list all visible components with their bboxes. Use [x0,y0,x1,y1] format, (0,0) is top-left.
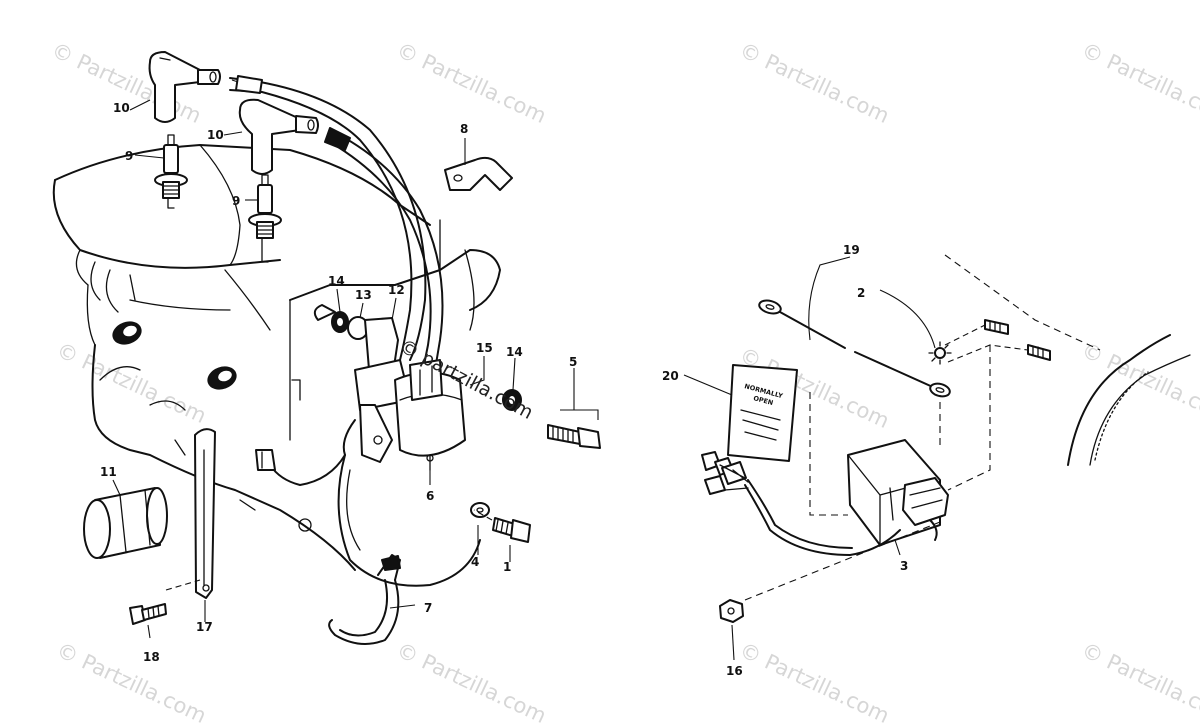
watermark: © Partzilla.com [393,638,550,725]
watermark: © Partzilla.com [53,338,210,428]
ground-wire [758,299,951,398]
spark-plug [248,174,282,263]
star-washer [928,341,952,365]
watermark: © Partzilla.com [736,38,893,128]
assembly-line [944,324,1029,363]
mount-bolt [492,517,531,543]
watermark: © Partzilla.com [53,638,210,725]
callout-label: 1 [503,560,511,574]
callout-label: 9 [125,149,133,163]
callout-label: 2 [857,286,865,300]
callout-label: 4 [471,555,479,569]
watermark: © Partzilla.com [1078,338,1200,428]
callout-label: 8 [460,122,468,136]
callout-labels: 1 2 3 4 5 6 7 8 9 9 10 10 11 12 13 14 14… [100,101,908,678]
callout-label: 14 [506,345,523,359]
callout-label: 10 [113,101,130,115]
chassis-frame [1067,334,1191,466]
assembly-lines [744,254,1101,601]
coil-bolt [547,424,601,449]
ignition-coil [342,317,466,463]
callout-label: 11 [100,465,117,479]
callout-label: 16 [726,664,743,678]
coil-lead [255,449,346,486]
callout-label: 17 [196,620,213,634]
stay-bracket [194,428,216,599]
watermark: © Partzilla.com [736,638,893,725]
washer [470,502,490,518]
wire-harness [701,451,901,556]
callout-label: 7 [424,601,432,615]
callout-label: 10 [207,128,224,142]
spark-plug-cap [238,98,319,175]
spacer-washer [313,304,369,340]
callout-label: 9 [232,194,240,208]
callout-label: 12 [388,283,405,297]
hex-nut [719,599,744,623]
sleeve [83,487,168,559]
callout-label: 18 [143,650,160,664]
callout-label: 3 [900,559,908,573]
washer [502,389,522,411]
watermark: © Partzilla.com [1078,38,1200,128]
engine-block [52,144,501,587]
ground-lead [426,454,434,471]
watermark: © Partzilla.com [1078,638,1200,725]
leader-lines [112,99,936,661]
callout-label: 5 [569,355,577,369]
mount-screw [1027,344,1051,361]
callout-label: 13 [355,288,372,302]
strap-clamp [328,554,401,645]
callout-label: 6 [426,489,434,503]
watermark: © Partzilla.com [393,38,550,128]
bracket-bolt [129,603,167,625]
callout-label: 20 [662,369,679,383]
callout-label: 19 [843,243,860,257]
callout-label: 14 [328,274,345,288]
spark-plug-cap [148,51,221,123]
spark-plug [154,134,188,209]
assembly-lines [165,79,493,591]
cdi-module [847,439,949,546]
wire-clamp [444,156,513,191]
ignition-wire [229,75,444,371]
callout-label: 15 [476,341,493,355]
decal-normally-open: NORMALLY OPEN [727,364,798,462]
mount-screw [984,319,1009,335]
